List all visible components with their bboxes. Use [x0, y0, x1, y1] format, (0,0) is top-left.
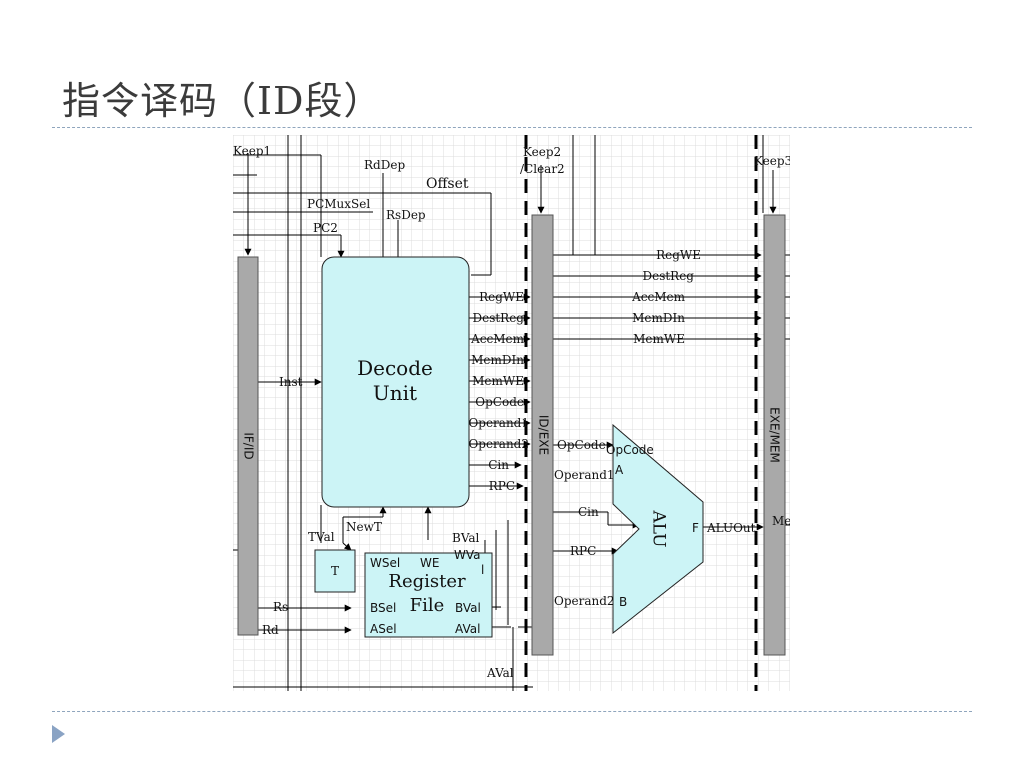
register-file-label-1: Register [388, 571, 466, 592]
decode-out-operand2: Operand2 [468, 437, 529, 451]
alu-opcode-in: OpCode [557, 438, 606, 452]
latch-if-id [237, 256, 259, 636]
rf-asel: ASel [370, 622, 397, 636]
decode-unit-block [321, 256, 470, 508]
alu-operand1: Operand1 [554, 468, 615, 482]
datapath-diagram: IF/ID ID/EXE EXE/MEM Decode Unit Inst Re… [233, 135, 790, 691]
rf-wva: WVa [454, 548, 481, 562]
latch-id-exe [531, 214, 554, 656]
alu-rpc: RPC [570, 544, 596, 558]
exe-signal-memwe: MemWE [633, 332, 685, 346]
alu-output: ALUOut [706, 521, 756, 535]
alu-opcode-port: OpCode [606, 443, 654, 457]
decode-out-destreg: DestReg [472, 311, 524, 325]
register-file-label-2: File [410, 595, 445, 616]
alu-port-b: B [619, 595, 627, 609]
top-divider [52, 127, 972, 128]
rf-wva-tail: l [481, 563, 484, 577]
latch-exe-mem-label: EXE/MEM [768, 407, 782, 463]
offset-label: Offset [426, 176, 469, 192]
rf-we: WE [420, 556, 439, 570]
exe-signal-memdin: MemDIn [632, 311, 685, 325]
newt-label: NewT [346, 520, 382, 534]
bottom-divider [52, 711, 972, 712]
clear2-label: /Clear2 [520, 162, 565, 176]
alu-label: ALU [649, 510, 669, 548]
slide-title: 指令译码（ID段） [62, 79, 383, 123]
exe-signal-regwe: RegWE [656, 248, 701, 262]
keep1-label: Keep1 [233, 144, 271, 158]
decode-out-accmem: AccMem [470, 332, 524, 346]
rf-bval: BVal [455, 601, 481, 615]
decode-out-rpc: RPC [489, 479, 515, 493]
decode-out-memdin: MemDIn [471, 353, 524, 367]
latch-id-exe-label: ID/EXE [537, 415, 551, 455]
decode-out-operand1: Operand1 [468, 416, 529, 430]
rf-aval: AVal [455, 622, 480, 636]
alu-port-f: F [692, 521, 699, 535]
rddep-label: RdDep [364, 158, 405, 172]
rd-label: Rd [262, 623, 279, 637]
exe-signal-accmem: AccMem [631, 290, 685, 304]
decode-out-regwe: RegWE [479, 290, 524, 304]
alu-output-next: Me [772, 514, 790, 528]
rf-bsel: BSel [370, 601, 396, 615]
wires [233, 135, 790, 691]
pc2-label: PC2 [313, 221, 338, 235]
decode-out-opcode: OpCode [475, 395, 524, 409]
rf-wsel: WSel [370, 556, 400, 570]
bval-label: BVal [452, 531, 480, 545]
pcmuxsel-label: PCMuxSel [307, 197, 370, 211]
keep3-label: Keep3 [754, 154, 790, 168]
latch-if-id-label: IF/ID [242, 432, 256, 459]
decode-unit-label-2: Unit [373, 381, 417, 405]
t-register-label: T [331, 564, 339, 578]
alu-block [612, 423, 704, 635]
keep2-label: Keep2 [523, 145, 561, 159]
tval-label: TVal [308, 530, 335, 544]
aval-label: AVal [486, 666, 514, 680]
triangle-right-icon [52, 725, 65, 743]
register-file-block [364, 552, 493, 638]
exe-signal-destreg: DestReg [642, 269, 694, 283]
alu-cin: Cin [578, 505, 599, 519]
rs-label: Rs [273, 600, 288, 614]
decode-out-cin: Cin [488, 458, 509, 472]
alu-operand2: Operand2 [554, 594, 615, 608]
rsdep-label: RsDep [386, 208, 426, 222]
alu-port-a: A [615, 463, 624, 477]
latch-exe-mem [763, 214, 786, 656]
inst-label: Inst [279, 375, 303, 389]
decode-out-memwe: MemWE [472, 374, 524, 388]
t-register-block [314, 549, 356, 593]
decode-unit-label-1: Decode [357, 356, 433, 380]
